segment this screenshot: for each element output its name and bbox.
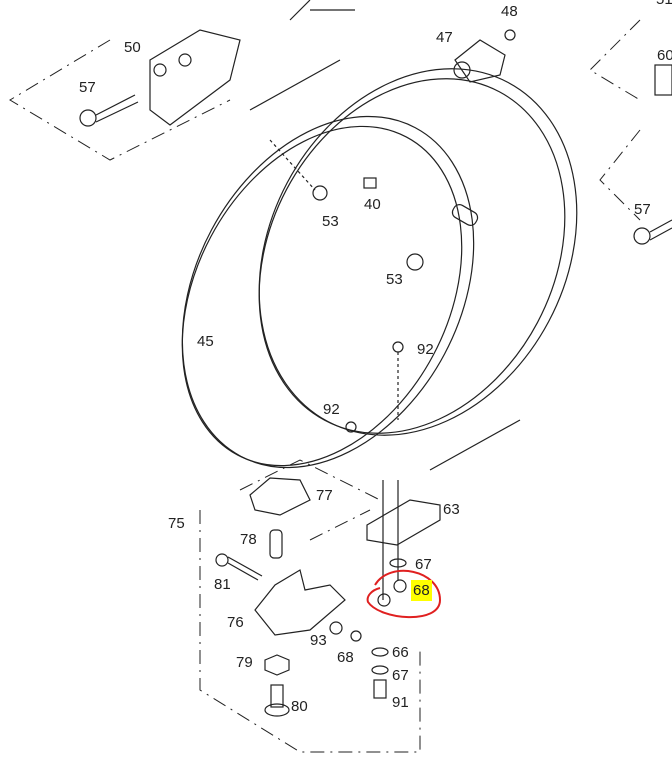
screw-48	[504, 29, 516, 41]
callout-40: 40	[364, 196, 381, 213]
screw-53	[312, 185, 328, 201]
nut-79	[264, 654, 290, 676]
bracket-50	[149, 29, 241, 126]
screw-91	[373, 679, 387, 699]
callout-80: 80	[291, 698, 308, 715]
nut-68-highlighted	[377, 593, 391, 607]
callout-51: 51	[656, 0, 672, 7]
callout-81: 81	[214, 576, 231, 593]
callout-76: 76	[227, 614, 244, 631]
screw-92-upper	[392, 341, 404, 353]
callout-53: 53	[322, 213, 339, 230]
hinge-76	[254, 569, 346, 636]
callout-57: 57	[79, 79, 96, 96]
screw-57-left	[79, 94, 139, 127]
bolt-81	[215, 553, 263, 581]
cap-77	[249, 477, 311, 516]
washer-66	[371, 647, 389, 657]
callout-78: 78	[240, 531, 257, 548]
washer-67-lower	[371, 665, 389, 675]
callout-45: 45	[197, 333, 214, 350]
callout-68: 68	[337, 649, 354, 666]
part-60	[654, 64, 672, 96]
screw-57-right	[633, 219, 672, 245]
bolt-80	[264, 684, 290, 717]
stud-53	[406, 253, 424, 271]
callout-48: 48	[501, 3, 518, 20]
callout-53-stud: 53	[386, 271, 403, 288]
ring-housing-45	[181, 59, 578, 471]
callout-93: 93	[310, 632, 327, 649]
callout-57-right: 57	[634, 201, 651, 218]
bracket-47	[453, 39, 506, 83]
part-top-center	[289, 0, 355, 21]
group-outlines	[9, 19, 641, 753]
callout-67-lower: 67	[392, 667, 409, 684]
screw-92-lower	[345, 421, 357, 433]
callout-60: 60	[657, 47, 672, 64]
washer-93	[329, 621, 343, 635]
callout-66: 66	[392, 644, 409, 661]
callout-50: 50	[124, 39, 141, 56]
annotation-circle	[366, 569, 442, 619]
callout-67-upper: 67	[415, 556, 432, 573]
callout-92-upper: 92	[417, 341, 434, 358]
callout-47: 47	[436, 29, 453, 46]
callout-68-highlighted: 68	[411, 580, 432, 601]
callout-63: 63	[443, 501, 460, 518]
callout-77: 77	[316, 487, 333, 504]
callout-92-lower: 92	[323, 401, 340, 418]
nut-68	[350, 630, 362, 642]
plate-63	[366, 480, 441, 600]
callout-79: 79	[236, 654, 253, 671]
pin-40	[363, 177, 377, 189]
callout-75: 75	[168, 515, 185, 532]
callout-91: 91	[392, 694, 409, 711]
spring-78	[269, 529, 283, 559]
washer-67-upper	[389, 558, 407, 568]
